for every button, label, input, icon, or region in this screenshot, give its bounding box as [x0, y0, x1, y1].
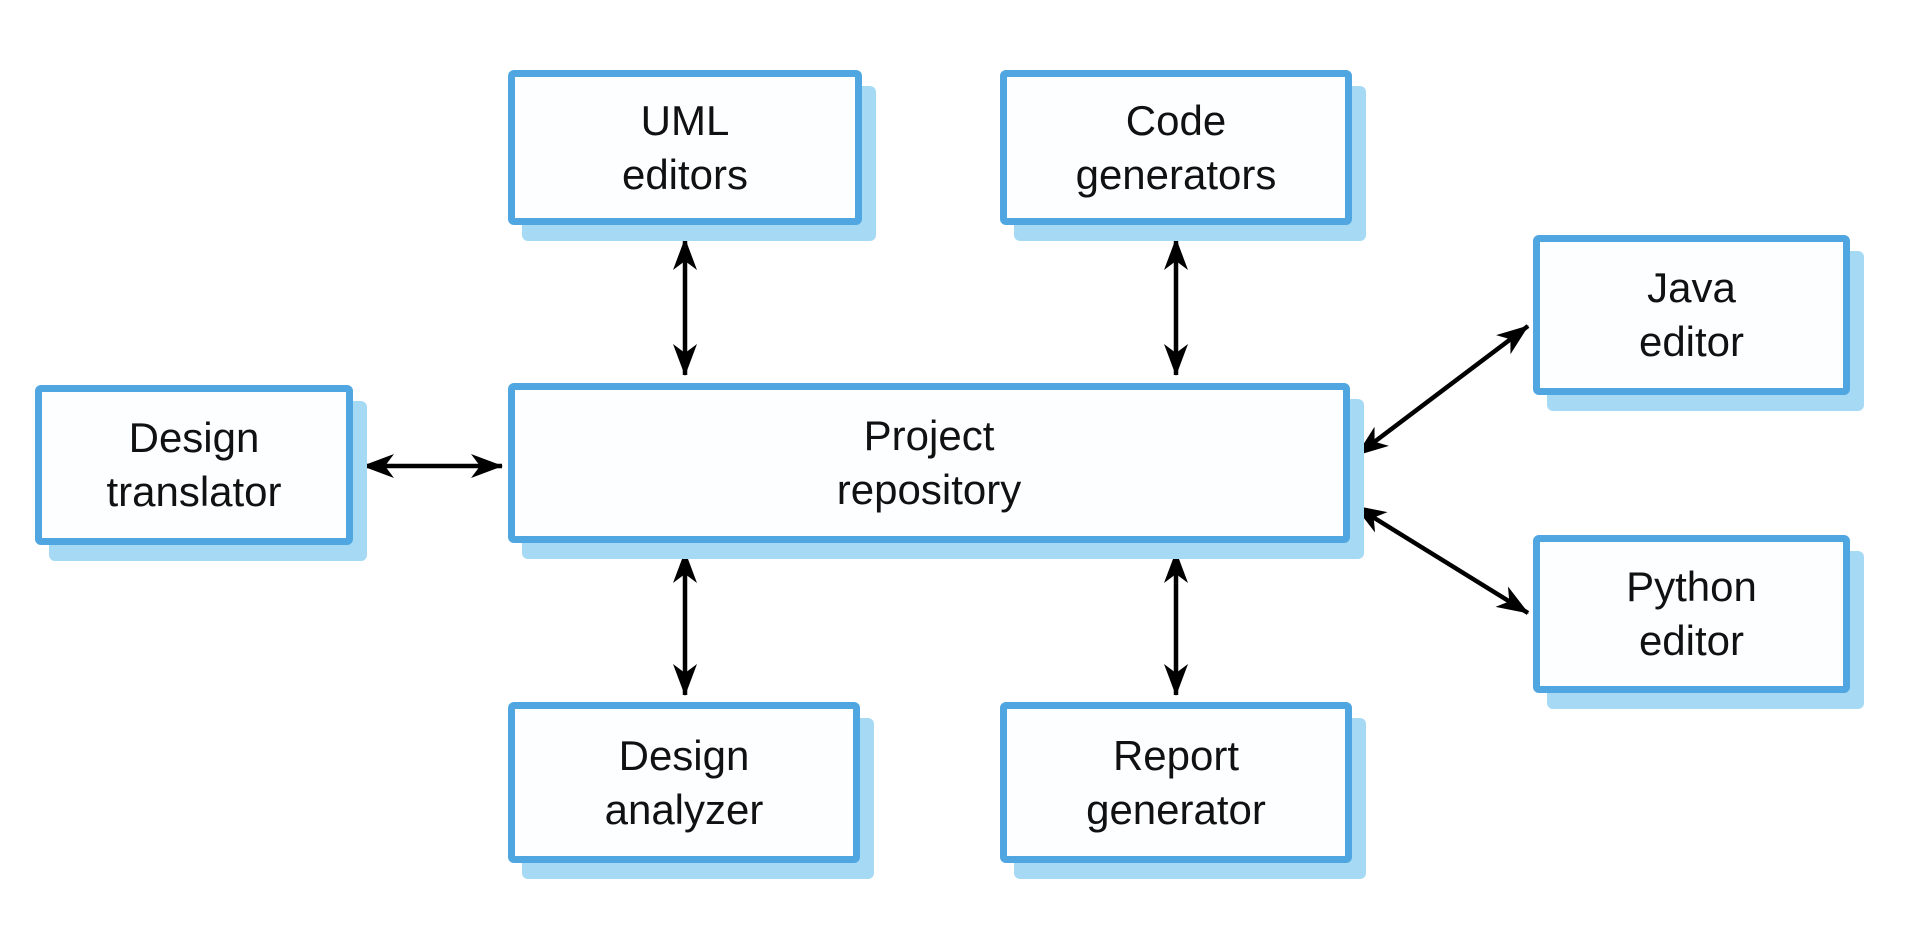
- edge-project-repository-java-editor: [1355, 324, 1530, 457]
- node-python-editor: Python editor: [1533, 535, 1850, 693]
- node-design-translator: Design translator: [35, 385, 353, 545]
- node-project-repository: Project repository: [508, 383, 1350, 543]
- node-design-translator-label: Design translator: [106, 414, 282, 515]
- node-python-editor-label: Python editor: [1626, 563, 1757, 664]
- edge-project-repository-python-editor: [1353, 504, 1530, 615]
- node-code-generators-label: Code generators: [1075, 96, 1277, 198]
- node-report-generator: Report generator: [1000, 702, 1352, 863]
- node-project-repository-label: Project repository: [836, 412, 1022, 513]
- node-design-analyzer: Design analyzer: [508, 702, 860, 863]
- node-java-editor-label: Java editor: [1638, 264, 1745, 365]
- node-code-generators: Code generators: [1000, 70, 1352, 225]
- node-design-analyzer-label: Design analyzer: [604, 731, 764, 833]
- node-report-generator-label: Report generator: [1086, 731, 1266, 833]
- node-java-editor: Java editor: [1533, 235, 1850, 395]
- node-uml-editors-label: UML editors: [621, 96, 749, 198]
- node-uml-editors: UML editors: [508, 70, 862, 225]
